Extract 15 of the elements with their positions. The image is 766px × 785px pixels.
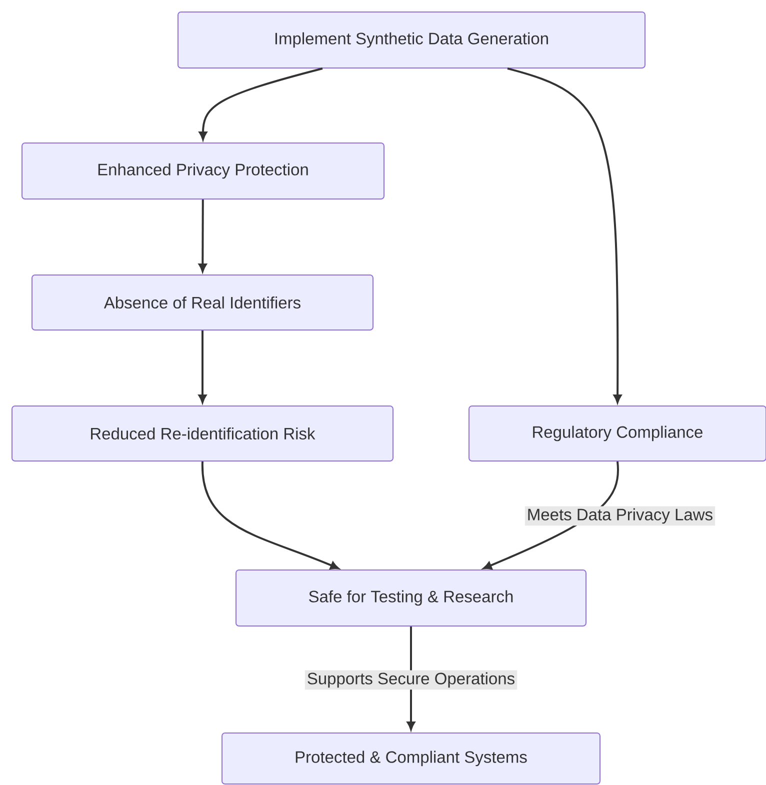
arrow: [198, 200, 207, 272]
arrow: [507, 68, 622, 404]
process-box: Absence of Real Identifiers: [32, 274, 374, 330]
arrow: [198, 330, 207, 404]
process-box: Reduced Re-identification Risk: [12, 406, 394, 462]
edge-label: Supports Secure Operations: [304, 670, 518, 690]
process-box: Protected & Compliant Systems: [222, 732, 600, 784]
process-box: Regulatory Compliance: [468, 406, 766, 462]
process-box: Safe for Testing & Research: [236, 570, 586, 626]
arrow: [202, 461, 339, 570]
process-box: Enhanced Privacy Protection: [22, 142, 384, 200]
edge-label: Meets Data Privacy Laws: [524, 506, 716, 526]
arrow: [198, 68, 323, 140]
arrow: [406, 626, 416, 730]
process-box: Implement Synthetic Data Generation: [178, 12, 646, 68]
